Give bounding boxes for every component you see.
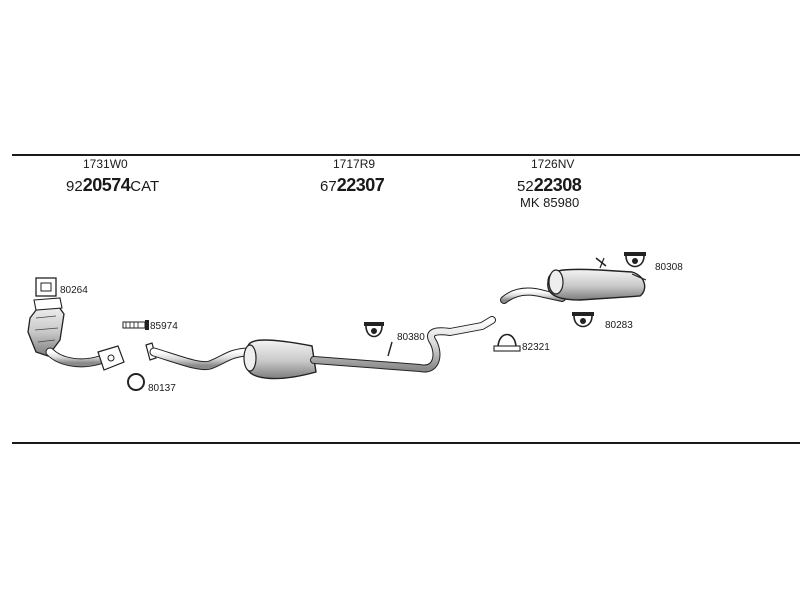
article-number-center: 1717R9 — [333, 157, 376, 171]
catalytic-converter-icon — [27, 297, 125, 371]
mounting-kit-number: MK 85980 — [520, 195, 580, 210]
label-ring-gasket: 80137 — [148, 383, 176, 394]
flange-gasket-icon — [35, 277, 57, 297]
rubber-hanger-icon — [624, 252, 646, 268]
bottom-divider — [12, 442, 800, 444]
rubber-hanger-icon — [572, 312, 594, 328]
intermediate-pipe — [145, 342, 255, 371]
rubber-hanger-icon — [364, 322, 384, 338]
part-main: 22307 — [336, 175, 385, 195]
center-pipe — [310, 316, 496, 373]
rear-silencer-icon — [500, 257, 647, 304]
part-prefix: 92 — [66, 178, 83, 195]
part-number-rear: 5222308 — [517, 175, 582, 196]
label-flange-gasket: 80264 — [60, 285, 88, 296]
article-number-front: 1731W0 — [83, 157, 128, 171]
label-hanger-rear-upper: 80308 — [655, 262, 683, 273]
label-hanger-rear-lower: 80283 — [605, 320, 633, 331]
top-divider — [12, 154, 800, 156]
bolt-icon — [122, 320, 149, 330]
part-suffix: CAT — [130, 178, 160, 195]
u-clamp-icon — [493, 333, 521, 352]
label-hanger-center: 80380 — [397, 332, 425, 343]
ring-gasket-icon — [127, 373, 145, 391]
part-number-center: 6722307 — [320, 175, 385, 196]
article-number-rear: 1726NV — [531, 157, 575, 171]
part-main: 20574 — [82, 175, 131, 195]
part-prefix: 52 — [517, 178, 534, 195]
part-prefix: 67 — [320, 178, 337, 195]
label-clamp-rear: 82321 — [522, 342, 550, 353]
center-silencer-icon — [243, 339, 317, 380]
part-main: 22308 — [533, 175, 582, 195]
label-clamp-bolt: 85974 — [150, 321, 178, 332]
part-number-front: 9220574CAT — [66, 175, 159, 196]
